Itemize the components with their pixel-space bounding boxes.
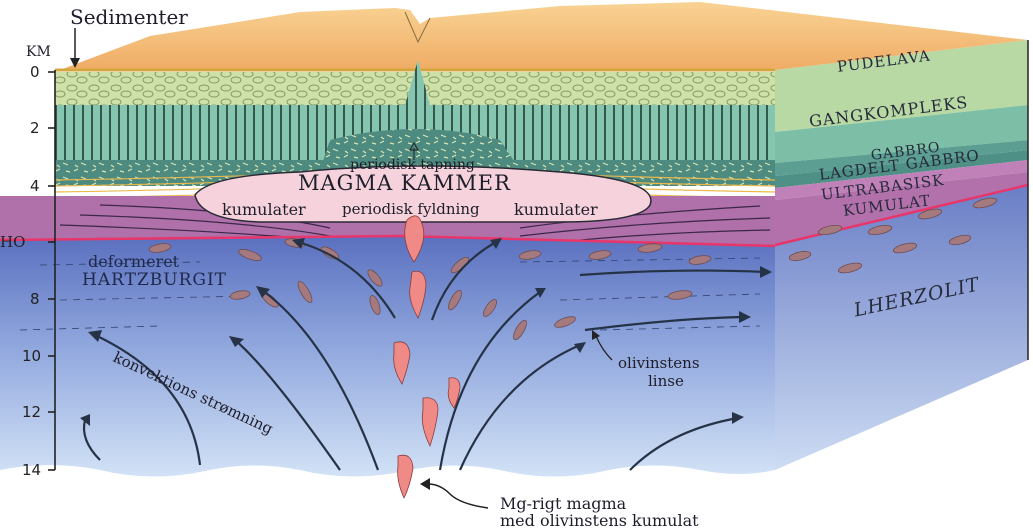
magma-chamber-title: MAGMA KAMMER [298, 171, 511, 195]
depth-tick-0: 0 [30, 63, 40, 81]
depth-tick-4: 4 [30, 177, 40, 195]
km-unit-label: KM [26, 44, 51, 60]
depth-tick-2: 2 [30, 119, 40, 137]
sediment-pointer [70, 28, 80, 68]
olivine-cumulate-label: med olivinstens kumulat [500, 511, 699, 530]
lens-label: linse [648, 372, 684, 390]
olivine-label: olivinstens [618, 354, 700, 372]
depth-tick-12: 12 [22, 403, 41, 421]
depth-tick-8: 8 [30, 290, 40, 308]
cumulates-left-label: kumulater [222, 200, 306, 219]
front-face [0, 60, 775, 246]
moho-label: HO [0, 233, 25, 251]
deformed-label: deformeret [88, 252, 179, 271]
mg-magma-pointer [420, 478, 488, 508]
periodic-filling-label: periodisk fyldning [342, 200, 480, 218]
cumulates-right-label: kumulater [514, 200, 598, 219]
depth-tick-14: 14 [22, 461, 41, 479]
hartzburgite-label: HARTZBURGIT [82, 270, 227, 290]
depth-tick-10: 10 [22, 347, 41, 365]
sediment-label: Sedimenter [70, 5, 188, 29]
